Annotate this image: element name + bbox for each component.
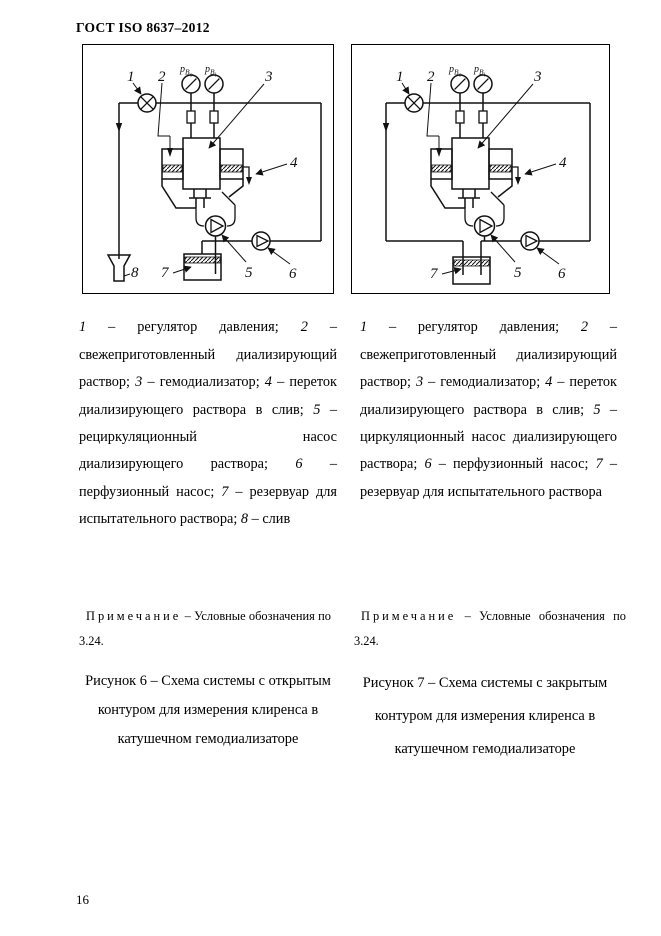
figure7-box: pBo pBi [351, 44, 610, 294]
diagram-label-5: 5 [245, 265, 253, 281]
dialyzer-bath [161, 148, 244, 227]
diagram-label-6: 6 [289, 266, 297, 282]
figure6-caption: Рисунок 6 – Схема системы с открытым кон… [85, 673, 331, 748]
diagram-label-7: 7 [430, 266, 439, 282]
diagram-label-1: 1 [396, 69, 404, 85]
gauge-label-pbo: pBo [179, 64, 193, 79]
pressure-gauge-bo-icon [181, 74, 201, 124]
legend-item-number: 4 [545, 374, 553, 391]
pressure-gauge-bo-icon [450, 74, 470, 124]
note-text: – Условные обозначения по 3.24. [79, 609, 331, 649]
figure6-note: Примечание – Условные обозначения по 3.2… [79, 604, 331, 654]
diagram-label-4: 4 [559, 155, 567, 171]
diagram-label-3: 3 [533, 69, 542, 85]
figure7-diagram: pBo pBi [382, 64, 591, 285]
pressure-gauge-bi-icon [204, 74, 224, 124]
diagram-label-7: 7 [161, 265, 170, 281]
diagram-label-3: 3 [264, 69, 273, 85]
flow-arrow-down [382, 123, 390, 132]
inlet-arrow [436, 148, 442, 157]
pressure-regulator-icon [404, 93, 424, 113]
legend-item-number: 6 [295, 456, 303, 473]
figure7-caption: Рисунок 7 – Схема системы с закрытым кон… [362, 675, 608, 758]
diagram-label-1: 1 [127, 69, 135, 85]
gauge-label-pbi: pBi [473, 64, 486, 79]
note-label: Примечание [361, 609, 457, 624]
figure6-diagram: pBo pBi [106, 64, 322, 282]
leader-lines [401, 82, 560, 275]
perfusion-pump-icon [251, 231, 271, 251]
legend-item-number: 3 [135, 374, 143, 391]
legend-item-number: 5 [313, 401, 321, 418]
overflow-pipe [512, 166, 521, 185]
diagram-label-2: 2 [158, 69, 166, 85]
legend-item-number: 7 [221, 483, 229, 500]
legend-item-number: 1 [79, 319, 87, 336]
hemodialyzer-body [182, 137, 221, 190]
figure6-legend: 1 – регулятор давления; 2 – свежепригото… [79, 319, 338, 528]
legend-item-number: 3 [415, 374, 424, 391]
pressure-gauge-bi-icon [473, 74, 493, 124]
hemodialyzer-body [451, 137, 490, 190]
dialyzer-bath [430, 148, 513, 227]
diagram-label-2: 2 [427, 69, 435, 85]
diagram-label-4: 4 [290, 155, 298, 171]
figure6-box: pBo pBi [82, 44, 334, 294]
legend-item-number: 2 [300, 319, 308, 336]
overflow-pipe [243, 166, 252, 185]
diagram-label-8: 8 [131, 265, 139, 281]
gauge-label-pbo: pBo [448, 64, 462, 79]
pressure-regulator-icon [137, 93, 157, 113]
test-solution-reservoir [452, 256, 491, 285]
recirculation-pump-icon [204, 215, 227, 274]
diagram-label-6: 6 [558, 266, 566, 282]
figure7-legend: 1 – регулятор давления; 2 – свежепригото… [360, 319, 617, 500]
inlet-arrow [167, 148, 173, 157]
note-text: – Условные обозначения по 3.24. [354, 609, 626, 649]
legend-item-number: 5 [593, 401, 601, 418]
page-number: 16 [76, 892, 89, 907]
legend-item-number: 8 [240, 511, 249, 528]
figure7-note: Примечание – Условные обозначения по 3.2… [354, 604, 626, 654]
legend-item-number: 1 [360, 319, 368, 336]
legend-item-number: 4 [264, 374, 272, 391]
gauge-label-pbi: pBi [204, 64, 217, 79]
legend-item-number: 2 [580, 319, 589, 336]
perfusion-pump-icon [520, 231, 540, 251]
drain-funnel-icon [106, 254, 132, 282]
leader-lines [123, 82, 291, 277]
document-header: ГОСТ ISO 8637–2012 [76, 20, 210, 35]
flow-arrow-down [115, 123, 123, 132]
diagram-label-5: 5 [514, 265, 522, 281]
legend-item-number: 7 [595, 456, 603, 473]
circulation-pump-icon [473, 215, 496, 241]
note-label: Примечание [86, 609, 182, 624]
legend-item-number: 6 [424, 456, 432, 473]
